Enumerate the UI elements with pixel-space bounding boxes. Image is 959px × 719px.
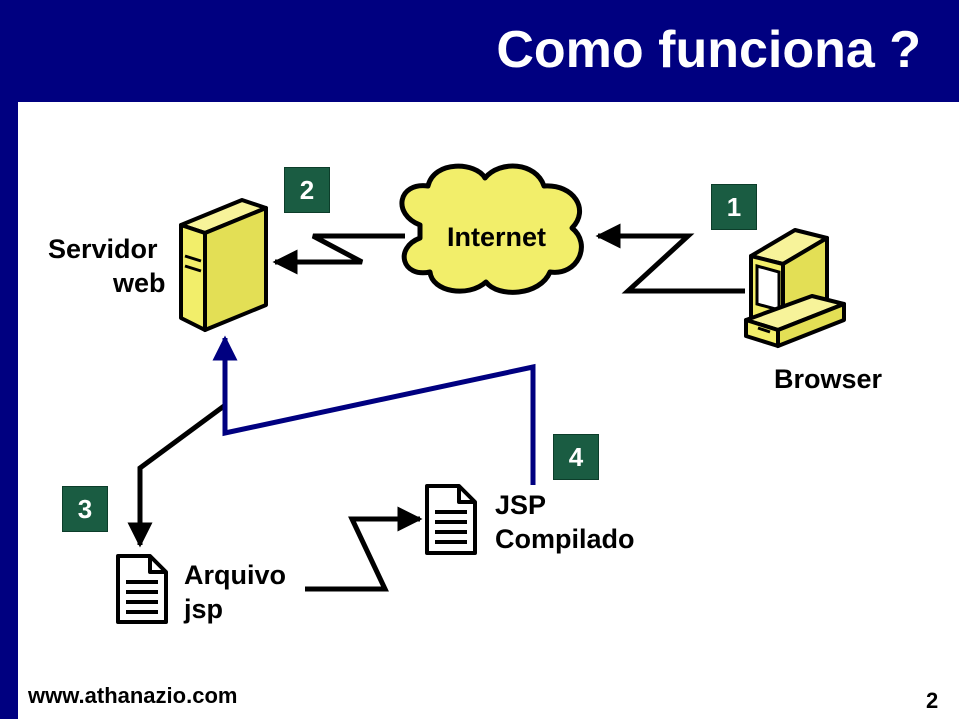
server-icon — [179, 198, 268, 332]
page-number: 2 — [926, 688, 939, 713]
internet-label: Internet — [447, 222, 547, 252]
document-icon — [116, 554, 168, 624]
document-icon — [425, 484, 477, 555]
arrow-server-to-file — [127, 403, 226, 548]
left-accent-bar — [0, 0, 18, 719]
step-badge-3: 3 — [62, 486, 108, 532]
cloud-icon — [399, 163, 584, 295]
step-badge-4: 4 — [553, 434, 599, 480]
browser-label: Browser — [774, 364, 883, 394]
compiled-label-line2: Compilado — [495, 524, 635, 554]
arrow-browser-to-internet — [595, 223, 745, 294]
step-badge-1: 1 — [711, 184, 757, 230]
step-badge-2: 2 — [284, 167, 330, 213]
arrow-file-to-compiled — [305, 506, 423, 592]
jsp-file-label: Arquivo — [184, 560, 287, 590]
title-bar — [0, 0, 959, 102]
server-label: Servidor — [48, 234, 158, 264]
compiled-label: JSP — [495, 490, 547, 520]
jsp-file-label-line2: jsp — [184, 594, 224, 624]
computer-icon — [744, 228, 846, 348]
arrow-internet-to-server — [272, 233, 405, 275]
slide-title: Como funciona ? — [496, 21, 921, 79]
arrow-compiled-to-server — [212, 335, 536, 485]
footer-url: www.athanazio.com — [28, 683, 238, 708]
server-label-line2: web — [113, 268, 166, 298]
